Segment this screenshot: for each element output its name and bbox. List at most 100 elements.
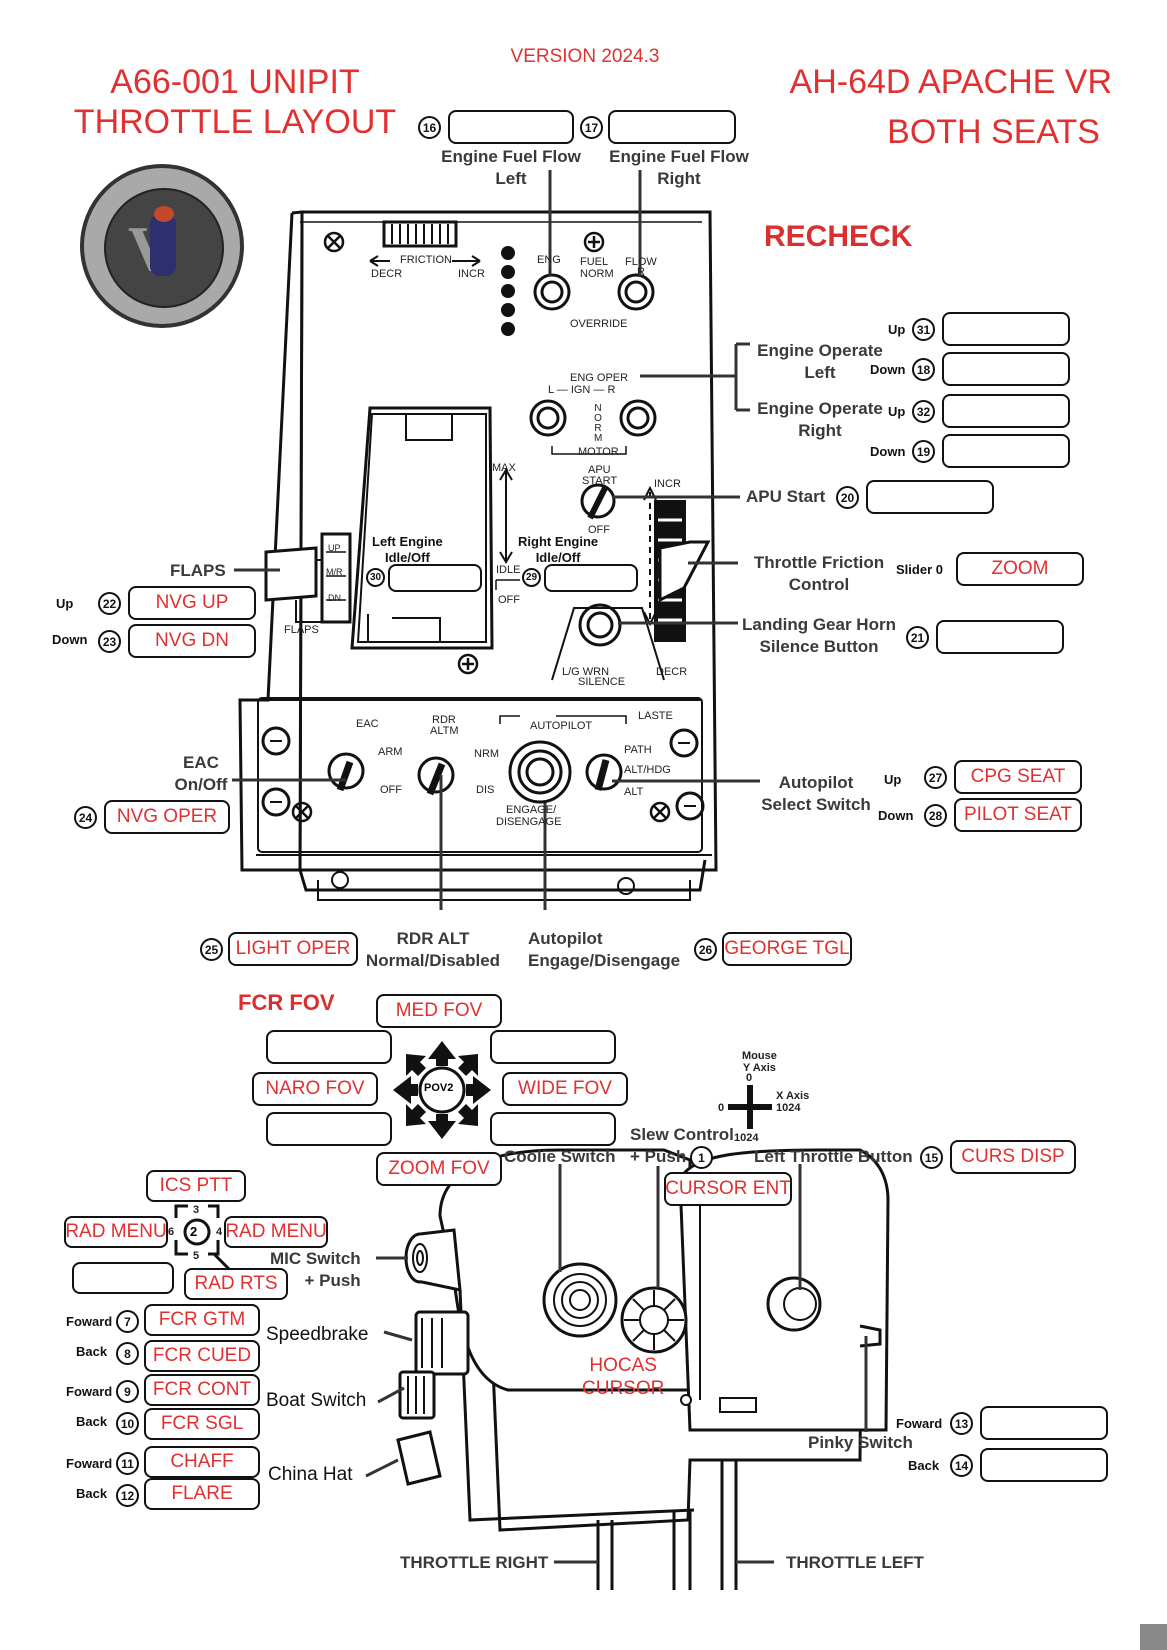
button-number-16: 16 [418,116,441,139]
panel-nrm: NRM [474,748,500,760]
pov-upright-binding[interactable] [490,1030,616,1064]
panel-path: PATH [624,744,652,756]
button-number-23: 23 [98,630,121,653]
button-23-binding[interactable]: NVG DN [128,624,256,658]
button-number-28: 28 [924,804,947,827]
pov-arrows [393,1041,491,1139]
button-28-binding[interactable]: PILOT SEAT [954,798,1082,832]
hat2-number: 2 [190,1224,198,1239]
button-8-binding[interactable]: FCR CUED [144,1340,260,1372]
button-number-8: 8 [116,1342,139,1365]
button-number-9: 9 [116,1380,139,1403]
button-12-binding[interactable]: FLARE [144,1478,260,1510]
title-right-2: BOTH SEATS [887,113,1100,151]
button-number-17: 17 [580,116,603,139]
pov-right-binding[interactable]: WIDE FOV [502,1072,628,1106]
button-30-binding[interactable] [388,564,482,592]
indicator-lights [501,246,515,336]
pov-up-binding[interactable]: MED FOV [376,994,502,1028]
button-24-binding[interactable]: NVG OPER [104,800,230,834]
button-number-13: 13 [950,1412,973,1435]
dir-foward-11: Foward [66,1456,113,1471]
panel-incr: INCR [458,268,485,280]
dir-back-12: Back [76,1486,108,1501]
button-18-binding[interactable] [942,352,1070,386]
leader-lines [232,170,760,910]
panel-flow: FLOW [625,256,657,268]
button-22-binding[interactable]: NVG UP [128,586,256,620]
logo-figure-icon [150,214,176,276]
button-number-10: 10 [116,1412,139,1435]
button-number-25: 25 [200,938,223,961]
label-china-hat: China Hat [268,1464,353,1485]
pov-downleft-binding[interactable] [266,1112,392,1146]
hat2-up-binding[interactable]: ICS PTT [146,1170,246,1202]
hat2-left-binding[interactable]: RAD MENU [64,1216,168,1248]
panel-lg-silence-1: L/G WRN [562,666,610,678]
panel-dis: DIS [476,784,495,796]
button-25-binding[interactable]: LIGHT OPER [228,932,358,966]
pov-left-binding[interactable]: NARO FOV [252,1072,378,1106]
mouse-y-max: 1024 [734,1132,759,1144]
button-20-binding[interactable] [866,480,994,514]
panel-flaps-dn: DN [328,593,341,603]
label-apu-start: APU Start [746,487,826,506]
button-number-22: 22 [98,592,121,615]
panel-fuel: FUEL [580,256,609,268]
throttle-body [396,1148,890,1590]
button-7-binding[interactable]: FCR GTM [144,1304,260,1336]
dir-down-23: Down [52,632,88,647]
panel-eac-off: OFF [380,784,402,796]
button-27-binding[interactable]: CPG SEAT [954,760,1082,794]
panel-flow-r: R [637,266,645,278]
logo: V [80,164,244,328]
button-19-binding[interactable] [942,434,1070,468]
panel-alt-hdg: ALT/HDG [624,764,671,776]
button-16-binding[interactable] [448,110,574,144]
panel-disengage: DISENGAGE [496,816,562,828]
button-number-32: 32 [912,400,935,423]
panel-friction: FRICTION [400,254,452,266]
label-flaps: FLAPS [170,561,226,580]
mouse-x-max: 1024 [776,1102,801,1114]
button-32-binding[interactable] [942,394,1070,428]
dir-foward-13: Foward [896,1416,943,1431]
pov-down-binding[interactable]: ZOOM FOV [376,1152,502,1186]
panel-eng-l: L [548,266,555,278]
label-pinky-switch: Pinky Switch [808,1433,913,1452]
button-number-31: 31 [912,318,935,341]
button-31-binding[interactable] [942,312,1070,346]
button-11-binding[interactable]: CHAFF [144,1446,260,1478]
panel-autopilot: AUTOPILOT [530,720,593,732]
button-number-24: 24 [74,806,97,829]
hat2-right-binding[interactable]: RAD MENU [224,1216,328,1248]
pov2-label: POV2 [424,1082,454,1094]
label-right-engine-idle: Right Engine Idle/Off [518,534,599,565]
button-26-binding[interactable]: GEORGE TGL [722,932,852,966]
mouse-y-zero: 0 [746,1072,753,1084]
mouse-axis-cross [728,1085,772,1129]
button-13-binding[interactable] [980,1406,1108,1440]
label-throttle-friction: Throttle Friction Control [753,553,885,594]
button-15-binding[interactable]: CURS DISP [950,1140,1076,1174]
button-17-binding[interactable] [608,110,736,144]
page-corner-mark [1140,1624,1167,1650]
button-10-binding[interactable]: FCR SGL [144,1408,260,1440]
slider0-binding[interactable]: ZOOM [956,552,1084,586]
label-slew-control: Slew Control + Push [630,1125,734,1166]
button-1-binding[interactable]: CURSOR ENT [664,1172,792,1206]
button-29-binding[interactable] [544,564,638,592]
button-9-binding[interactable]: FCR CONT [144,1374,260,1406]
button-14-binding[interactable] [980,1448,1108,1482]
panel-decr2: DECR [656,666,688,678]
button-number-30: 30 [366,568,385,587]
pov-downright-binding[interactable] [490,1112,616,1146]
hat2-pos-5: 5 [193,1250,200,1262]
dir-foward-7: Foward [66,1314,113,1329]
pov-upleft-binding[interactable] [266,1030,392,1064]
panel-norm: NORM [580,268,614,280]
hat2-down-binding[interactable]: RAD RTS [184,1268,288,1300]
screw-icon [291,231,671,823]
button-21-binding[interactable] [936,620,1064,654]
hat2-downleft-binding[interactable] [72,1262,174,1294]
